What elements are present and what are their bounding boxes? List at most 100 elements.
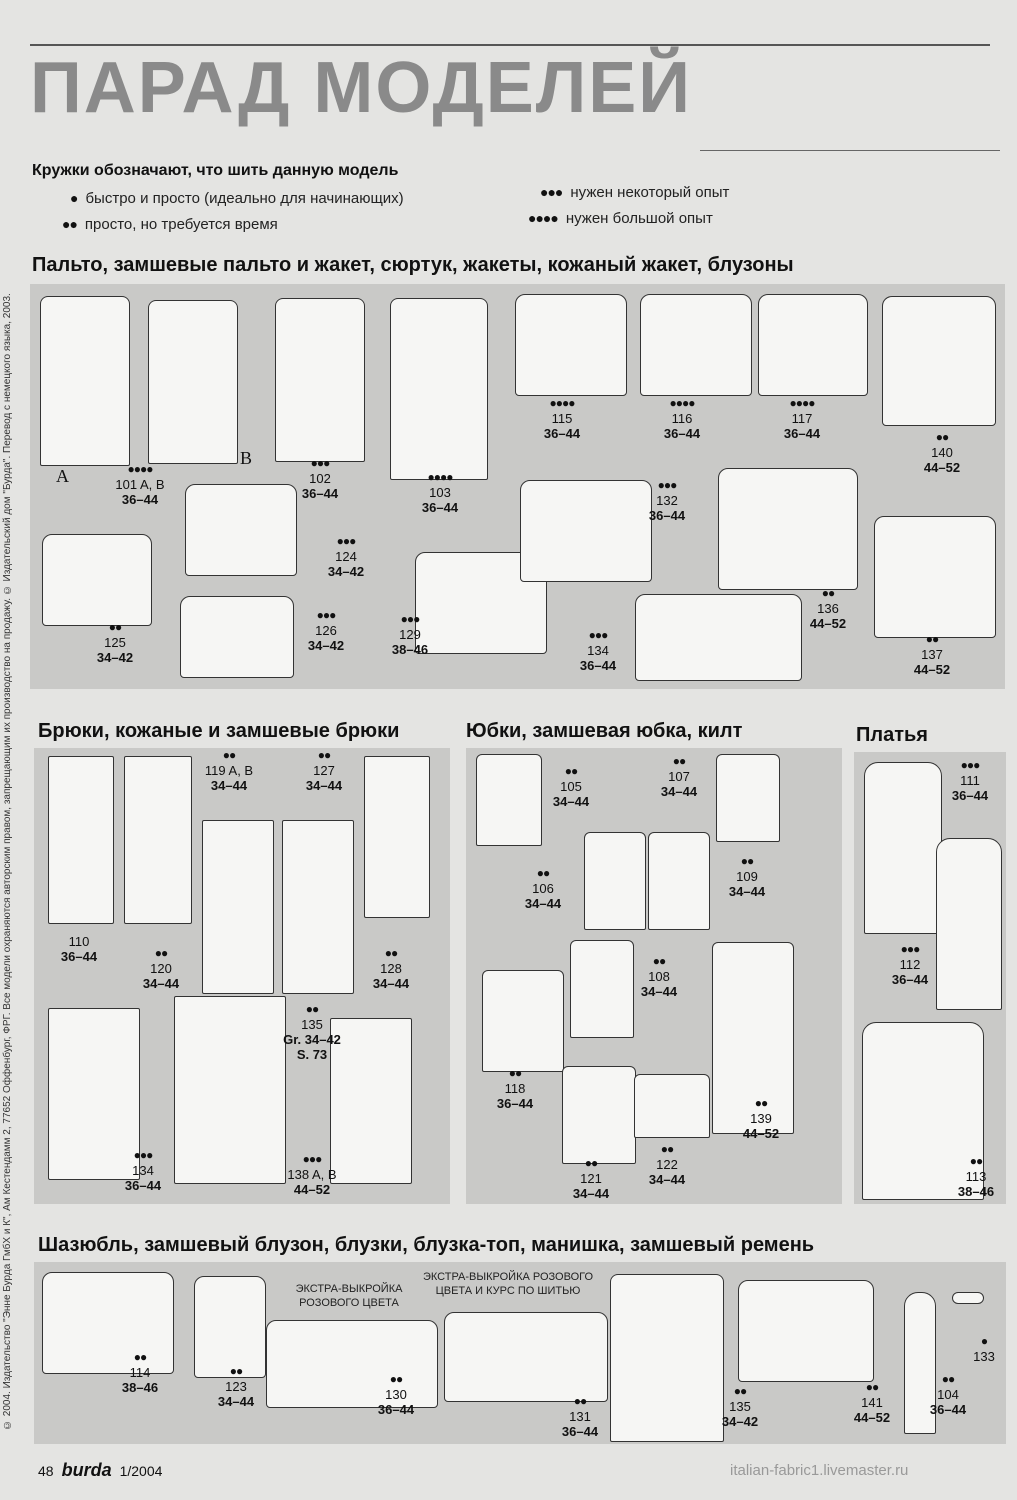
coat-illustration-101a xyxy=(40,296,130,466)
skirt-illustration-109 xyxy=(648,832,710,930)
coat-illustration-103 xyxy=(390,298,488,480)
legend-item-4: ●●●●нужен большой опыт xyxy=(528,210,713,227)
pants-illustration-127 xyxy=(282,820,354,994)
jacket-illustration-124 xyxy=(185,484,297,576)
skirt-illustration-121 xyxy=(562,1066,636,1164)
blouson-illustration-134 xyxy=(635,594,802,681)
variant-label-b: B xyxy=(240,448,253,468)
pants-illustration-119 xyxy=(124,756,192,924)
legend-intro: Кружки обозначают, что шить данную модел… xyxy=(32,162,399,179)
chasuble-illustration-135 xyxy=(610,1274,724,1442)
page-title: ПАРАД МОДЕЛЕЙ xyxy=(30,48,693,128)
brand-logo: burda xyxy=(61,1460,112,1480)
legend-text: просто, но требуется время xyxy=(84,216,278,233)
skirt-illustration-122 xyxy=(634,1074,710,1138)
pants-illustration-135 xyxy=(174,996,286,1184)
title-underline xyxy=(700,150,1000,151)
legend-item-2: ●●просто, но требуется время xyxy=(62,216,278,233)
legend-text: быстро и просто (идеально для начинающих… xyxy=(85,190,404,207)
variant-label-a: A xyxy=(56,466,69,486)
section-title-pants: Брюки, кожаные и замшевые брюки xyxy=(38,720,400,742)
legend-text: нужен большой опыт xyxy=(565,210,713,227)
dress-illustration-112 xyxy=(936,838,1002,1010)
copyright-side-note: © 2004. Издательство "Энне Бурда ГмбХ и … xyxy=(2,293,13,1430)
jacket-illustration-116 xyxy=(640,294,752,396)
skirt-illustration-118 xyxy=(482,970,564,1072)
jacket-illustration-140 xyxy=(882,296,996,426)
top-illustration-123 xyxy=(194,1276,266,1378)
title-rule xyxy=(30,44,990,46)
panel-tops: ЭКСТРА-ВЫКРОЙКА РОЗОВОГО ЦВЕТА ЭКСТРА-ВЫ… xyxy=(34,1262,1006,1444)
dickey-illustration-104 xyxy=(904,1292,936,1434)
difficulty-dots: ●●● xyxy=(540,184,563,200)
issue-number: 1/2004 xyxy=(119,1463,163,1479)
extra-pattern-label-131: ЭКСТРА-ВЫКРОЙКА РОЗОВОГО ЦВЕТА И КУРС ПО… xyxy=(422,1271,594,1297)
blouse-illustration-131 xyxy=(444,1312,608,1402)
difficulty-dots: ● xyxy=(70,190,79,206)
jacket-illustration-125 xyxy=(42,534,152,626)
jacket-illustration-136 xyxy=(718,468,858,590)
pants-illustration-138 xyxy=(330,1018,412,1184)
watermark: italian-fabric1.livemaster.ru xyxy=(730,1462,909,1479)
legend-item-3: ●●●нужен некоторый опыт xyxy=(540,184,729,201)
page-number: 48 xyxy=(38,1463,54,1479)
blouson-illustration-126 xyxy=(180,596,294,678)
page-footer: 48 burda 1/2004 xyxy=(38,1460,162,1481)
skirt-illustration-105 xyxy=(476,754,542,846)
blouson-illustration-130 xyxy=(266,1320,438,1408)
section-title-dresses: Платья xyxy=(856,724,928,746)
jacket-illustration-117 xyxy=(758,294,868,396)
pants-illustration-120 xyxy=(202,820,274,994)
coat-illustration-102 xyxy=(275,298,365,462)
section-title-tops: Шазюбль, замшевый блузон, блузки, блузка… xyxy=(38,1234,815,1256)
skirt-illustration-106 xyxy=(584,832,646,930)
section-title-skirts: Юбки, замшевая юбка, килт xyxy=(466,720,743,742)
jacket-illustration-137 xyxy=(874,516,996,638)
pants-illustration-110 xyxy=(48,756,114,924)
dress-illustration-111 xyxy=(864,762,942,934)
skirt-illustration-107 xyxy=(716,754,780,842)
model-label-133: ●133 xyxy=(973,1334,995,1364)
coat-illustration-101b xyxy=(148,300,238,464)
blouson-illustration-132 xyxy=(520,480,652,582)
